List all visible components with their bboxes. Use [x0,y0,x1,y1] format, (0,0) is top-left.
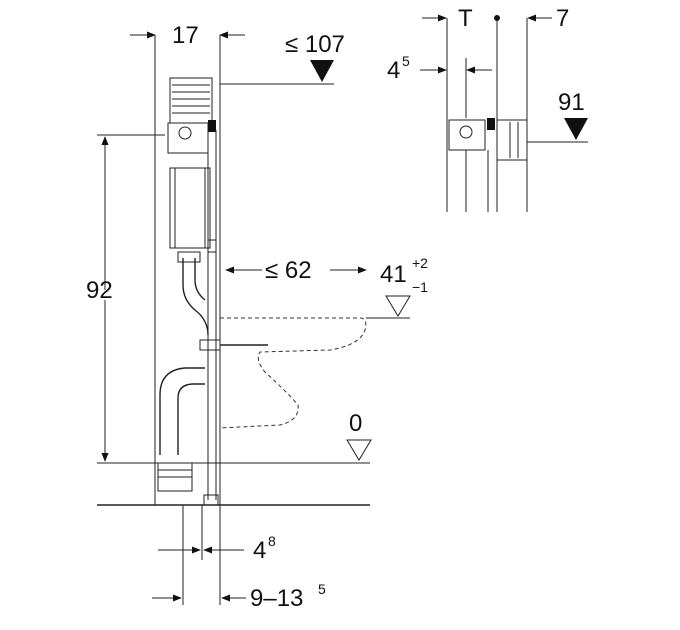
dim-ninetyone: 91 [558,89,585,116]
drain-pipe [159,367,205,455]
dim-offset-48: 4 [253,537,266,564]
dim-t-point [494,15,500,21]
dim-offset-45: 4 [387,57,400,84]
dim-frame-width: 17 [172,22,199,49]
dim-seven: 7 [556,5,569,32]
cistern [169,167,211,249]
dim-offset-48-exp: 8 [268,533,276,549]
valve-circle [178,126,192,140]
dim-seat-height-tol-minus: −1 [412,279,428,295]
dim-range-exp: 5 [318,581,326,597]
detail-valve-bracket [448,119,486,151]
dim-seat-height-tol-plus: +2 [412,255,428,271]
dim-floor-level: 0 [349,410,362,437]
wc-pan-outline [219,317,367,429]
bracket-clip [208,120,216,132]
level-marker-91 [564,118,588,140]
level-marker-107 [310,60,334,82]
frame-foot [203,494,219,506]
flush-pipe [182,258,209,336]
dim-offset-45-exp: 5 [402,53,410,69]
dim-range: 9–13 [250,585,303,612]
dim-t-label: T [458,5,473,32]
level-marker-0 [346,439,372,461]
dim-height-92: 92 [86,277,113,304]
level-marker-41 [385,295,411,317]
dim-seat-height: 41 [380,261,407,288]
dim-projection: ≤ 62 [265,257,312,284]
detail-flush-plate [496,119,528,161]
pan-connector [199,339,221,351]
dim-flush-plate-height: ≤ 107 [285,31,345,58]
flush-plate-hatching [172,84,210,114]
